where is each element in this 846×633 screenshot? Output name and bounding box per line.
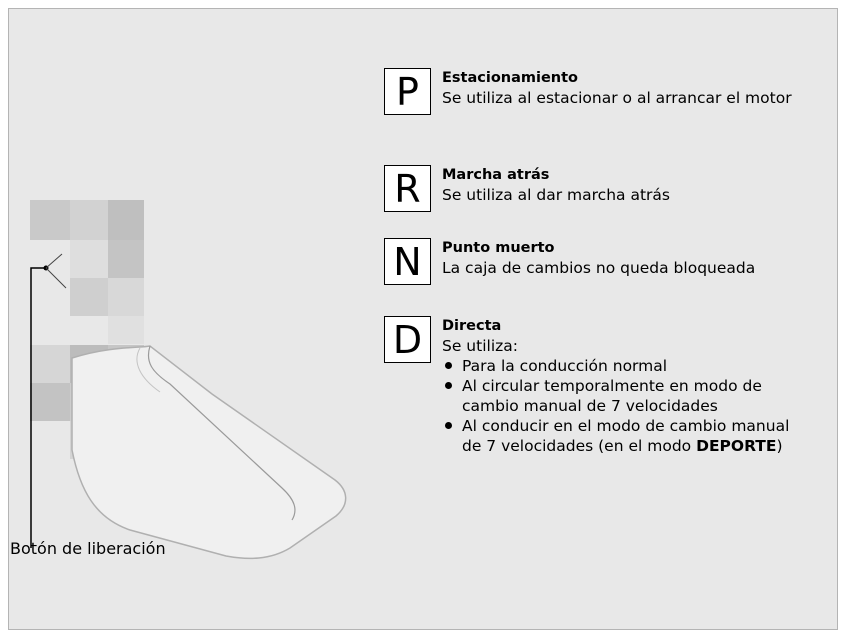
list-item: Al conducir en el modo de cambio manual … — [442, 416, 812, 456]
gear-letter-p: P — [384, 68, 431, 115]
gear-title: Marcha atrás — [442, 167, 550, 183]
gear-title: Punto muerto — [442, 240, 555, 256]
list-item: Para la conducción normal — [442, 356, 812, 376]
gear-letter-n: N — [384, 238, 431, 285]
gear-title: Estacionamiento — [442, 70, 579, 86]
gear-description: Se utiliza al estacionar o al arrancar e… — [442, 89, 792, 107]
release-button-label: Botón de liberación — [10, 539, 166, 558]
lever-boot — [71, 345, 347, 560]
gear-title: Directa — [442, 318, 502, 334]
list-item: Al circular temporalmente en modo de cam… — [442, 376, 812, 416]
release-leader-line — [30, 267, 44, 548]
gear-letter-r: R — [384, 165, 431, 212]
bullet-dot-icon — [445, 422, 452, 429]
drive-usage-list: Para la conducción normal Al circular te… — [442, 356, 812, 456]
gear-description: Se utiliza: — [442, 337, 518, 355]
gear-description: La caja de cambios no queda bloqueada — [442, 259, 756, 277]
sport-mode-label: DEPORTE — [696, 437, 777, 455]
bullet-dot-icon — [445, 382, 452, 389]
gear-letter-d: D — [384, 316, 431, 363]
bullet-dot-icon — [445, 362, 452, 369]
gear-description: Se utiliza al dar marcha atrás — [442, 186, 670, 204]
